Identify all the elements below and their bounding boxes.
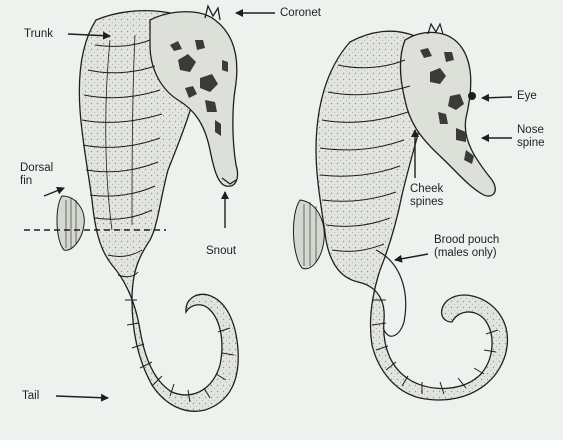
right-seahorse-eye (468, 92, 476, 100)
left-seahorse (24, 6, 238, 411)
arrow-eye (482, 97, 512, 98)
right-dorsal-fin (293, 200, 324, 269)
arrow-tail (56, 396, 108, 398)
label-tail: Tail (22, 390, 39, 403)
label-snout: Snout (206, 245, 236, 258)
label-trunk: Trunk (24, 28, 53, 41)
label-brood-pouch: Brood pouch (males only) (434, 234, 499, 260)
label-coronet: Coronet (280, 7, 321, 20)
label-nose-spine: Nose spine (517, 124, 545, 150)
arrow-brood-pouch (395, 254, 428, 260)
right-seahorse (293, 24, 507, 400)
label-cheek-spines: Cheek spines (410, 183, 443, 209)
label-eye: Eye (517, 90, 537, 103)
label-dorsal-fin: Dorsal fin (20, 162, 53, 188)
left-dorsal-fin (57, 196, 84, 250)
arrow-dorsal-fin (44, 188, 64, 196)
